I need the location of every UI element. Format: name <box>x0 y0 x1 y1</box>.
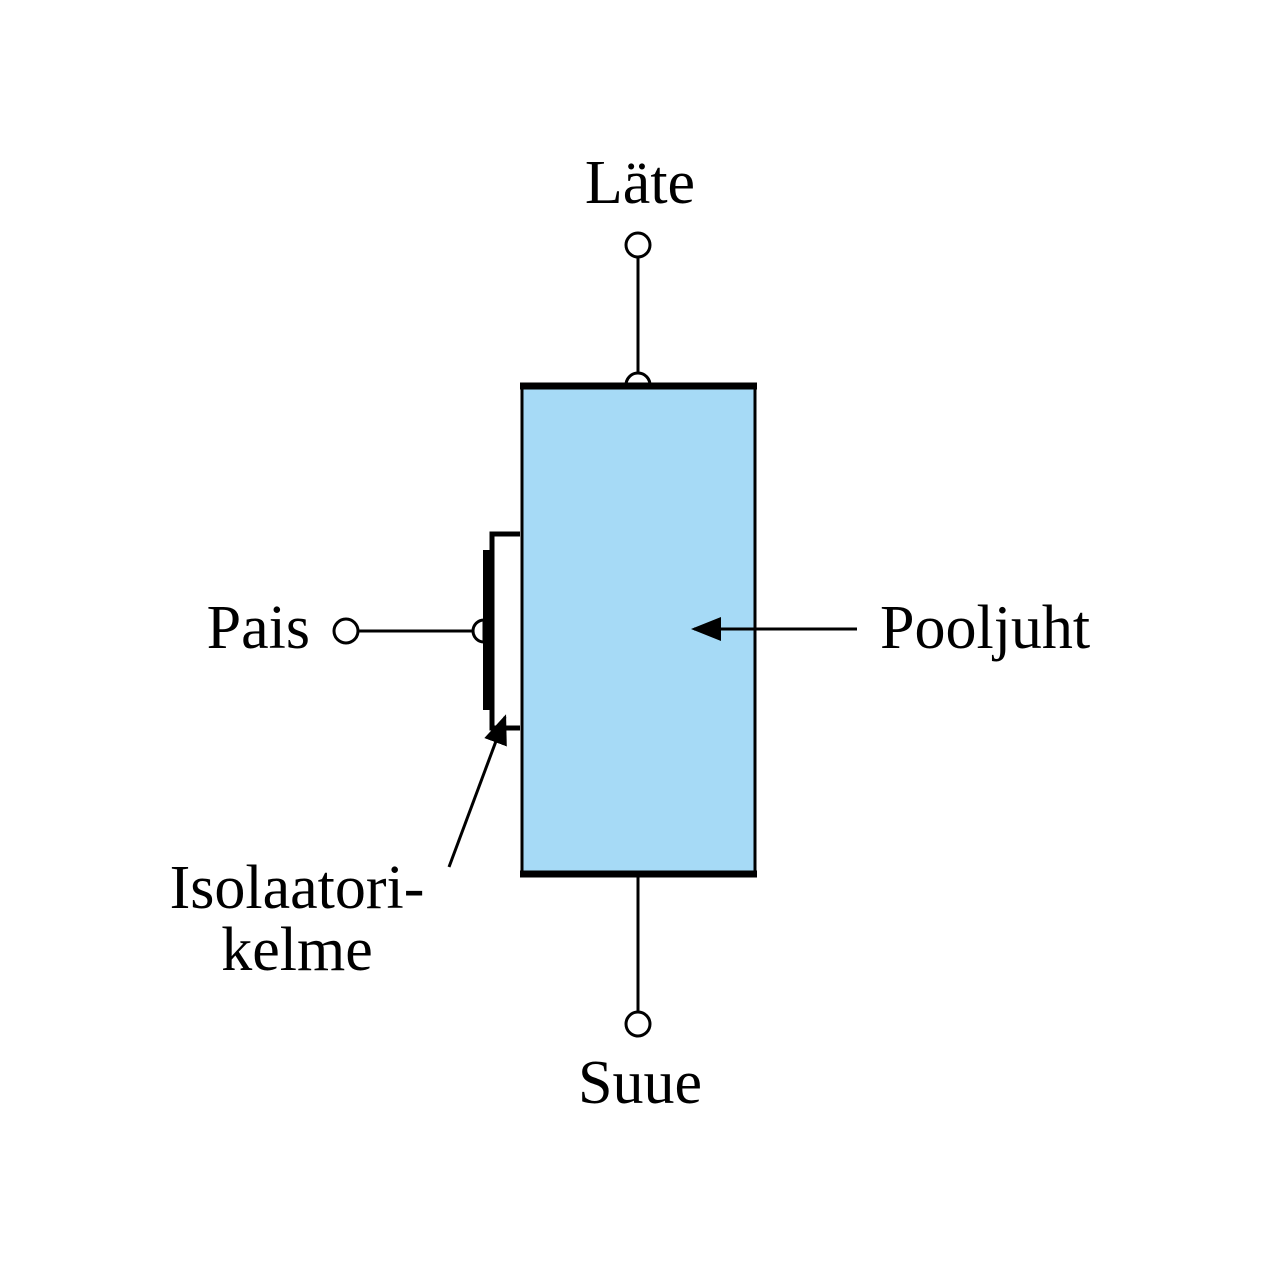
source-label: Suue <box>578 1049 702 1117</box>
insulator-arrow <box>447 714 507 868</box>
insulator-film <box>489 531 520 731</box>
source-terminal <box>624 1010 652 1038</box>
gate-label: Pais <box>207 594 310 662</box>
drain-terminal <box>624 231 652 259</box>
gate-contact <box>471 618 486 644</box>
gate-terminal <box>332 617 360 645</box>
insulator-label-line2: kelme <box>221 916 373 984</box>
semiconductor-label: Pooljuht <box>880 594 1090 662</box>
insulator-label-line1: Isolaatori- <box>170 854 425 922</box>
drain-label: Läte <box>585 149 695 217</box>
